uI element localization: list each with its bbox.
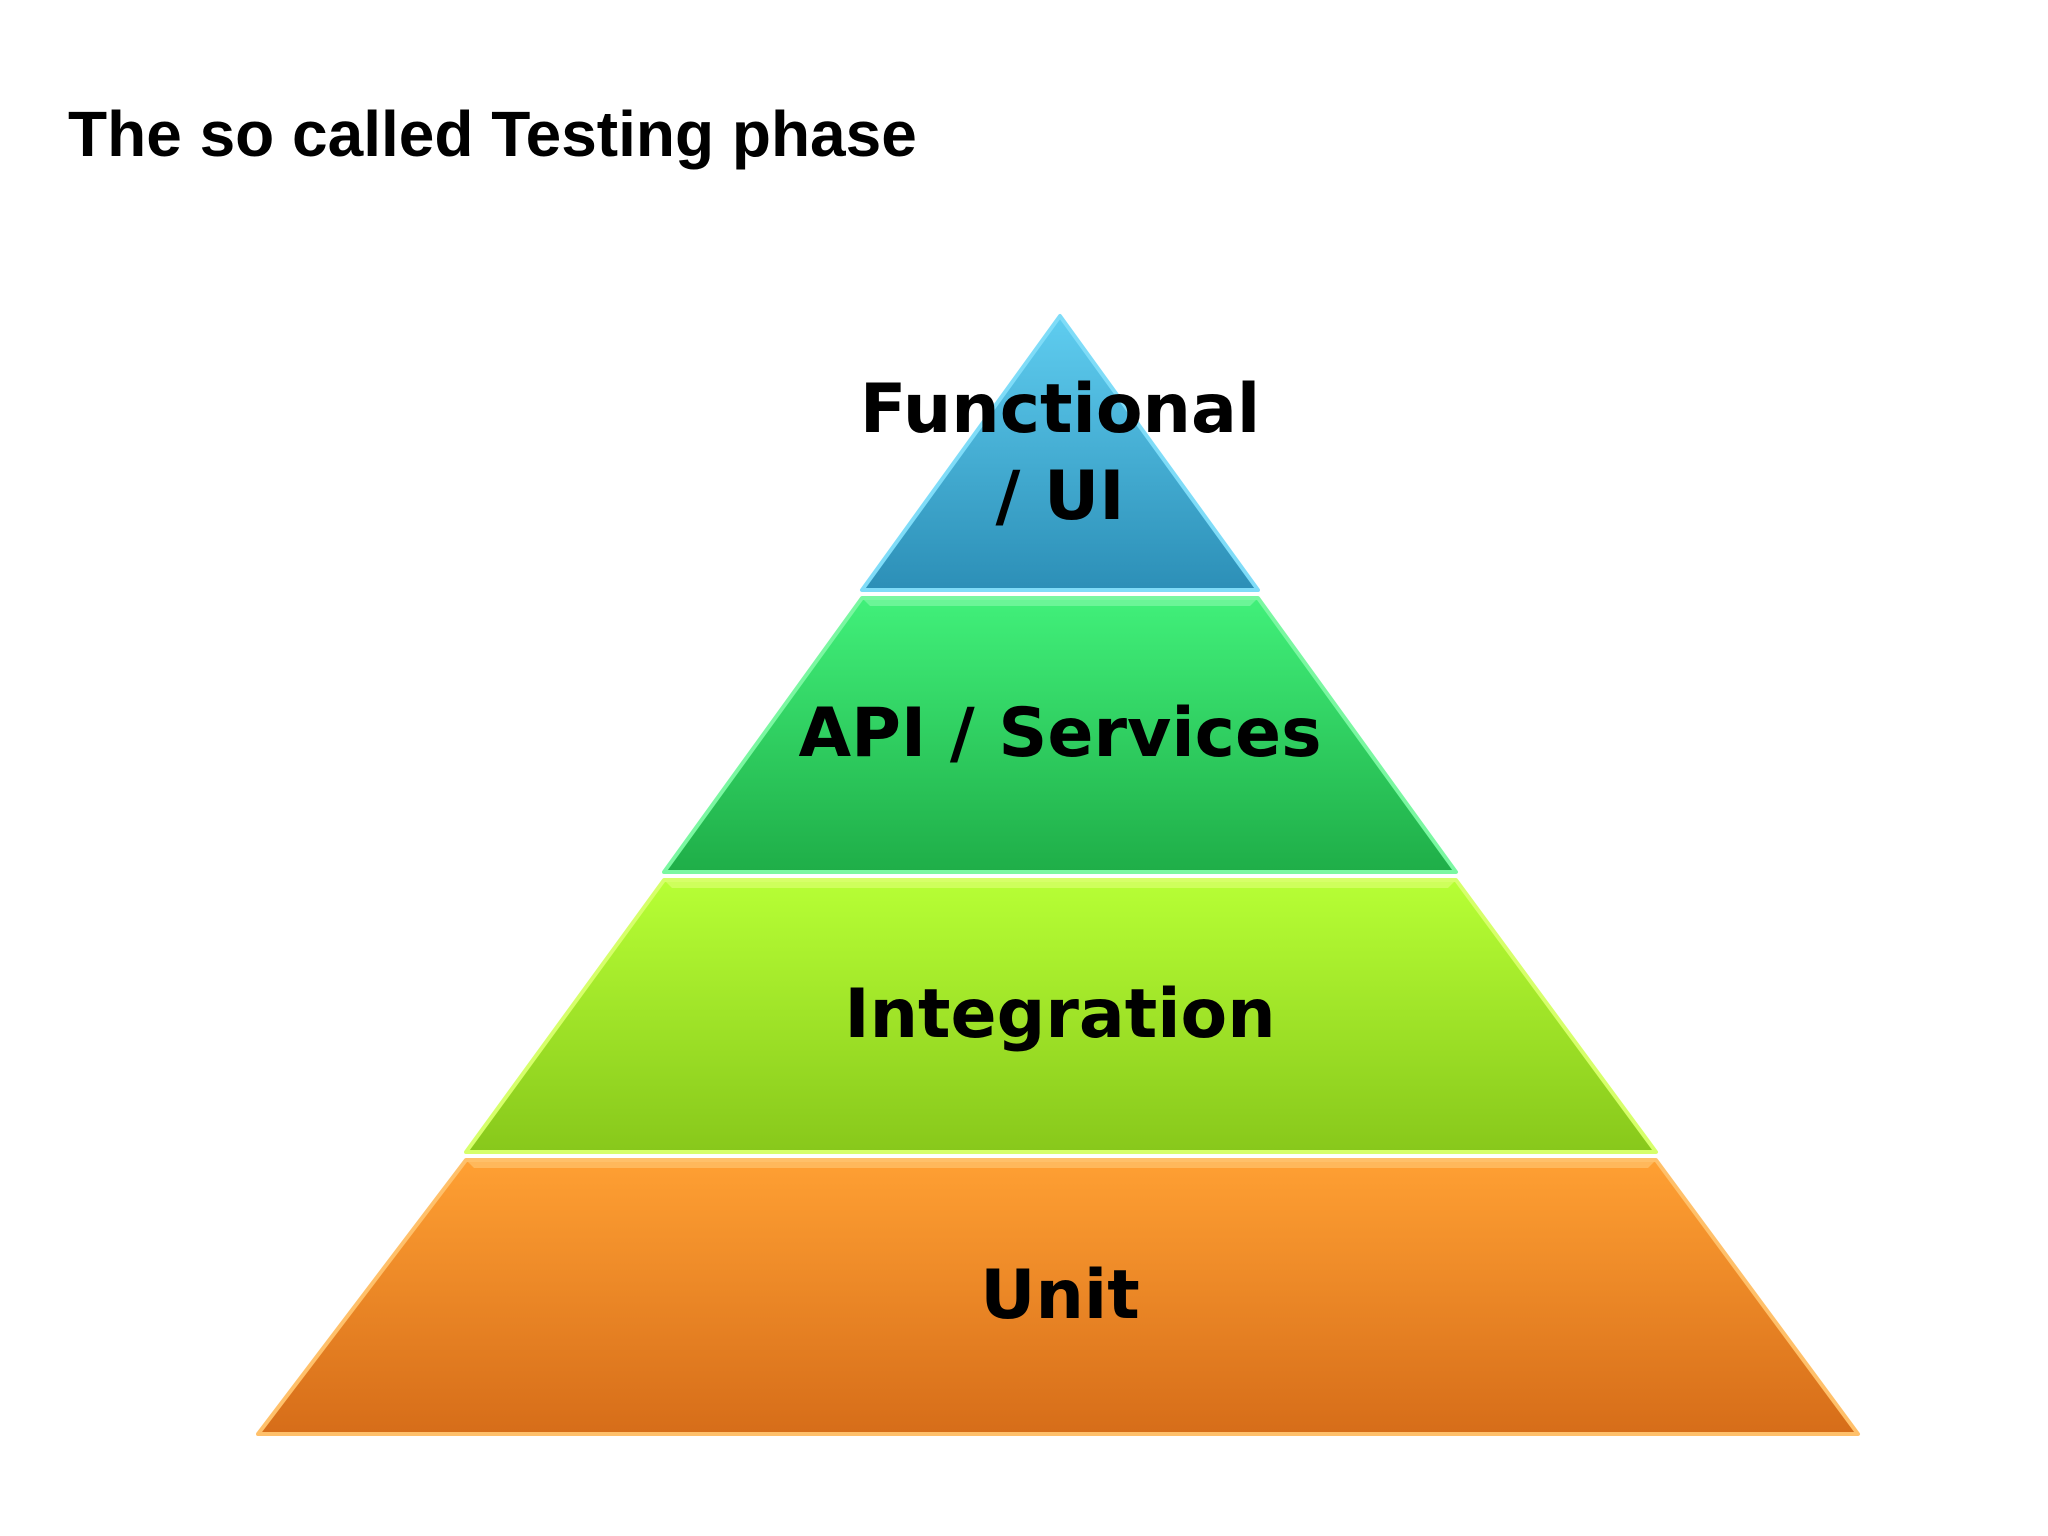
pyramid-layer-integration-bevel — [664, 880, 1456, 888]
pyramid-layer-integration: Integration — [464, 878, 1658, 1154]
pyramid-layer-functional-ui: Functional / UI — [860, 314, 1260, 592]
pyramid-layer-api-services-bevel — [862, 598, 1258, 606]
pyramid-layer-functional-ui-bevel — [868, 316, 1060, 584]
layer-label-api-services: API / Services — [798, 694, 1321, 773]
layer-label-integration: Integration — [844, 975, 1275, 1054]
pyramid-layer-unit-bevel — [466, 1160, 1656, 1168]
pyramid-layer-unit: Unit — [256, 1158, 1860, 1436]
pyramid-layer-api-services: API / Services — [662, 596, 1458, 874]
pyramid-layer-functional-ui-shape — [860, 314, 1260, 592]
layer-label-functional: Functional — [860, 370, 1260, 449]
layer-label-ui: / UI — [995, 457, 1124, 536]
slide-title: The so called Testing phase — [68, 98, 917, 170]
layer-label-unit: Unit — [980, 1256, 1139, 1335]
